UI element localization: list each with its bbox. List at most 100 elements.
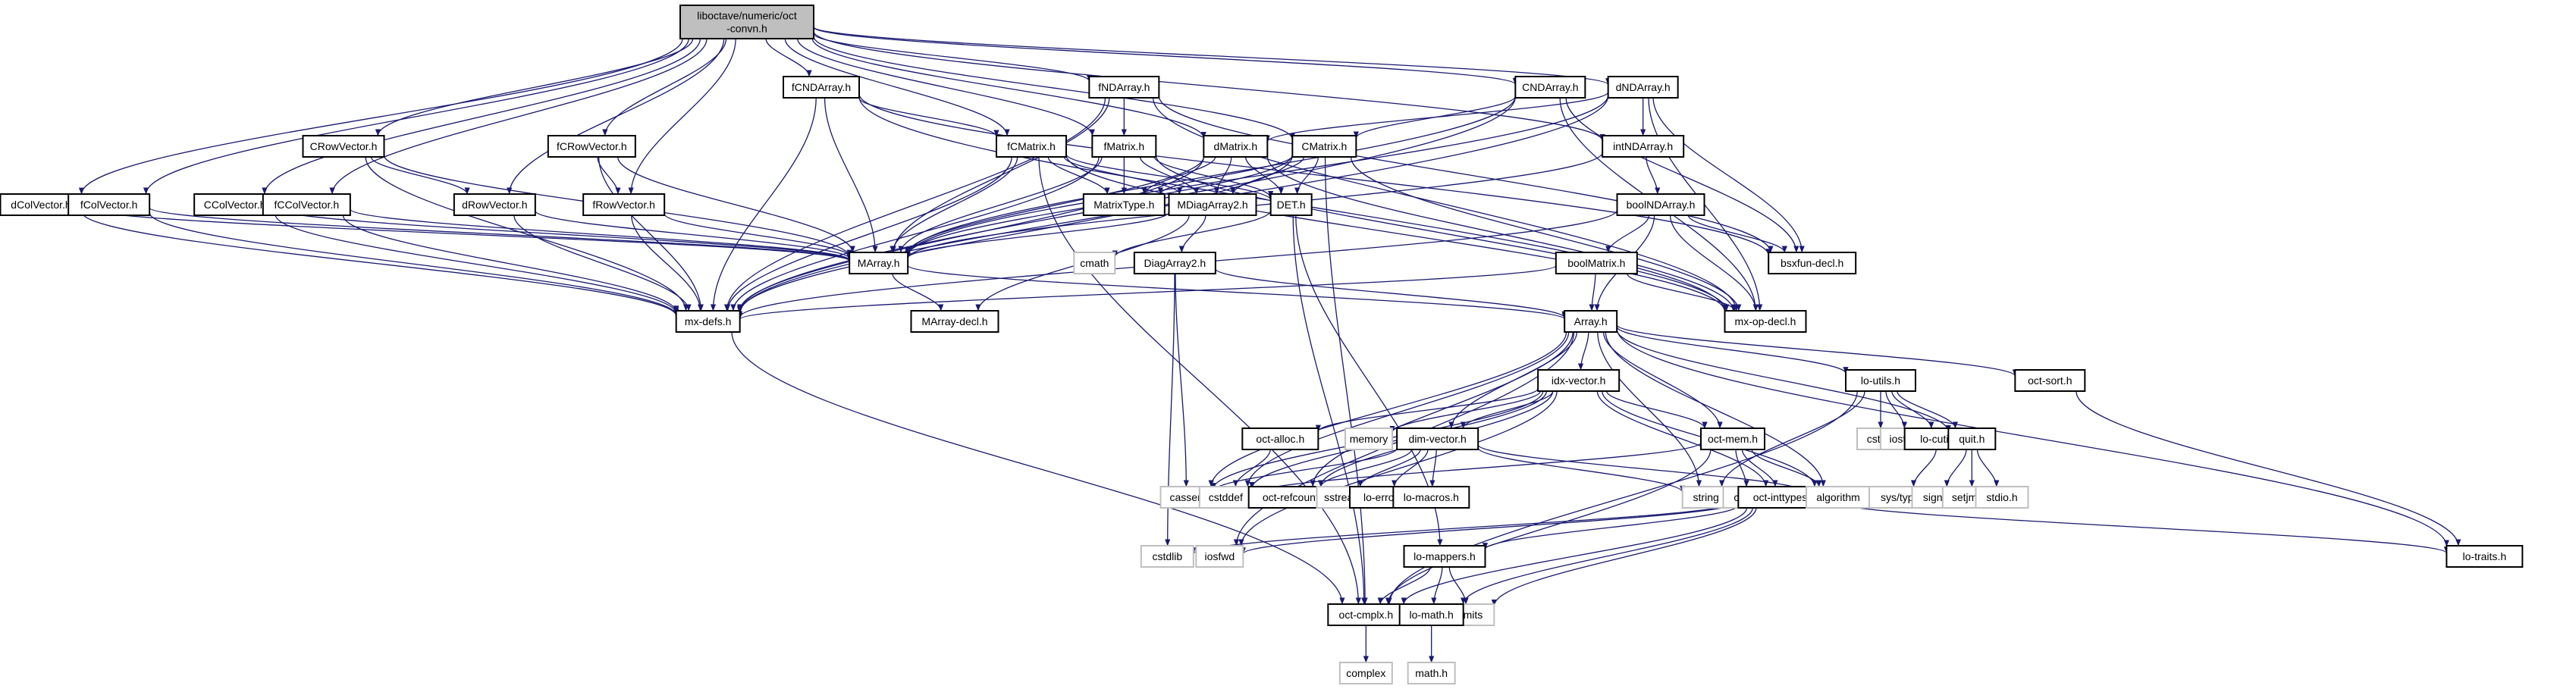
node-oct-mem[interactable]: oct-mem.h: [1700, 427, 1765, 450]
node-DET[interactable]: DET.h: [1269, 193, 1313, 216]
edge-dim-vector-to-algorithm: [1477, 444, 1809, 493]
node-label: cassert: [1169, 491, 1203, 503]
node-idx-vector[interactable]: idx-vector.h: [1537, 369, 1621, 392]
edge-dMatrix-to-DET: [1245, 156, 1284, 195]
node-fColVector[interactable]: fColVector.h: [67, 193, 151, 216]
node-root[interactable]: liboctave/numeric/oct-convn.h: [679, 5, 814, 39]
node-fCMatrix[interactable]: fCMatrix.h: [996, 135, 1067, 158]
node-fMatrix[interactable]: fMatrix.h: [1091, 135, 1157, 158]
node-memory[interactable]: memory: [1344, 427, 1393, 450]
node-lo-utils[interactable]: lo-utils.h: [1845, 369, 1916, 392]
node-dRowVector[interactable]: dRowVector.h: [453, 193, 536, 216]
edge-dMatrix-to-MArray: [905, 156, 1204, 254]
node-fNDArray[interactable]: fNDArray.h: [1088, 76, 1160, 99]
edge-root-to-CMatrix: [813, 36, 1295, 140]
node-dMatrix[interactable]: dMatrix.h: [1203, 135, 1269, 158]
edge-boolMatrix-to-Array: [1589, 273, 1596, 312]
edge-root-to-fCRowVector: [602, 38, 727, 136]
node-MDiagArray2[interactable]: MDiagArray2.h: [1168, 193, 1257, 216]
node-dNDArray[interactable]: dNDArray.h: [1607, 76, 1679, 99]
edge-oct-inttypes-to-lo-mappers: [1483, 505, 1739, 550]
node-cstddef[interactable]: cstddef: [1198, 486, 1253, 509]
edge-fRowVector-to-mx-defs: [631, 215, 704, 312]
node-fRowVector[interactable]: fRowVector.h: [582, 193, 666, 216]
edge-DET-to-cmath: [1112, 210, 1272, 258]
node-label: CColVector.h: [204, 199, 266, 211]
node-math-h[interactable]: math.h: [1407, 662, 1456, 684]
node-label: math.h: [1415, 667, 1448, 679]
node-lo-mappers[interactable]: lo-mappers.h: [1403, 545, 1486, 568]
node-Array[interactable]: Array.h: [1564, 310, 1618, 333]
node-oct-cmplx[interactable]: oct-cmplx.h: [1327, 603, 1405, 626]
node-iosfwd[interactable]: iosfwd: [1195, 545, 1244, 568]
node-box: [1140, 545, 1194, 568]
edge-fColVector-to-MArray: [149, 207, 852, 262]
edge-dNDArray-to-MArray: [905, 95, 1609, 257]
node-label: mx-defs.h: [685, 315, 731, 327]
node-fCRowVector[interactable]: fCRowVector.h: [547, 135, 636, 158]
node-lo-macros[interactable]: lo-macros.h: [1392, 486, 1470, 509]
edge-fMatrix-to-mx-op-decl: [1155, 155, 1730, 312]
node-oct-sort[interactable]: oct-sort.h: [2014, 369, 2086, 392]
node-oct-alloc[interactable]: oct-alloc.h: [1241, 427, 1319, 450]
node-mx-op-decl[interactable]: mx-op-decl.h: [1724, 310, 1807, 333]
edge-root-to-fCNDArray: [765, 38, 812, 77]
node-fCColVector[interactable]: fCColVector.h: [262, 193, 351, 216]
node-MArray-decl[interactable]: MArray-decl.h: [910, 310, 999, 333]
node-cstdlib[interactable]: cstdlib: [1140, 545, 1194, 568]
edge-CMatrix-to-mx-op-decl: [1350, 156, 1742, 312]
edge-mx-defs-to-oct-cmplx: [731, 331, 1345, 605]
node-bsxfun-decl[interactable]: bsxfun-decl.h: [1768, 252, 1857, 274]
node-quit[interactable]: quit.h: [1947, 427, 1997, 450]
node-label: dMatrix.h: [1214, 140, 1258, 152]
edge-boolNDArray-to-bsxfun-decl: [1687, 215, 1787, 253]
node-stdio[interactable]: stdio.h: [1975, 486, 2029, 509]
node-label: cstddef: [1209, 491, 1243, 503]
node-label: bsxfun-decl.h: [1781, 257, 1843, 269]
node-dim-vector[interactable]: dim-vector.h: [1396, 427, 1479, 450]
node-complex[interactable]: complex: [1338, 662, 1393, 684]
edge-root-to-CNDArray: [813, 27, 1518, 85]
node-label: lo-traits.h: [2463, 550, 2507, 562]
node-lo-traits[interactable]: lo-traits.h: [2446, 545, 2524, 568]
edge-oct-inttypes-to-oct-cmplx: [1401, 507, 1748, 605]
node-label: MArray.h: [858, 257, 900, 269]
node-label: mx-op-decl.h: [1735, 315, 1796, 327]
node-string[interactable]: string: [1681, 486, 1730, 509]
node-label: oct-inttypes.h: [1753, 491, 1816, 503]
node-MatrixType[interactable]: MatrixType.h: [1082, 193, 1166, 216]
node-intNDArray[interactable]: intNDArray.h: [1602, 135, 1685, 158]
node-CMatrix[interactable]: CMatrix.h: [1291, 135, 1357, 158]
node-boolNDArray[interactable]: boolNDArray.h: [1616, 193, 1705, 216]
node-CNDArray[interactable]: CNDArray.h: [1514, 76, 1586, 99]
node-label: CNDArray.h: [1522, 81, 1578, 93]
node-lo-math[interactable]: lo-math.h: [1398, 603, 1464, 626]
edge-fNDArray-to-mx-defs: [723, 97, 1106, 312]
node-box: [675, 310, 741, 333]
edge-boolMatrix-to-mx-defs: [737, 265, 1557, 320]
edge-oct-mem-to-algorithm: [1751, 449, 1822, 487]
node-fCNDArray[interactable]: fCNDArray.h: [783, 76, 860, 99]
node-box: [582, 193, 666, 216]
node-MArray[interactable]: MArray.h: [849, 252, 909, 274]
edge-CNDArray-to-MArray: [905, 96, 1516, 256]
node-mx-defs[interactable]: mx-defs.h: [675, 310, 741, 333]
edge-CColVector-to-MArray: [275, 208, 852, 262]
node-algorithm[interactable]: algorithm: [1806, 486, 1871, 509]
node-CColVector[interactable]: CColVector.h: [193, 193, 277, 216]
node-boolMatrix[interactable]: boolMatrix.h: [1555, 252, 1638, 274]
node-box: [67, 193, 151, 216]
node-DiagArray2[interactable]: DiagArray2.h: [1133, 252, 1216, 274]
node-box: [262, 193, 351, 216]
node-cmath[interactable]: cmath: [1073, 252, 1116, 274]
node-label: complex: [1346, 667, 1385, 679]
edge-dim-vector-to-lo-error: [1392, 449, 1429, 487]
edge-fCNDArray-to-mx-defs: [710, 97, 817, 312]
node-box: [1564, 310, 1618, 333]
node-box: [1241, 427, 1319, 450]
node-label: idx-vector.h: [1552, 374, 1606, 387]
node-CRowVector[interactable]: CRowVector.h: [302, 135, 385, 158]
edge-CRowVector-to-mx-defs: [365, 156, 689, 312]
node-label: lo-macros.h: [1404, 491, 1459, 503]
node-box: [1198, 486, 1253, 509]
